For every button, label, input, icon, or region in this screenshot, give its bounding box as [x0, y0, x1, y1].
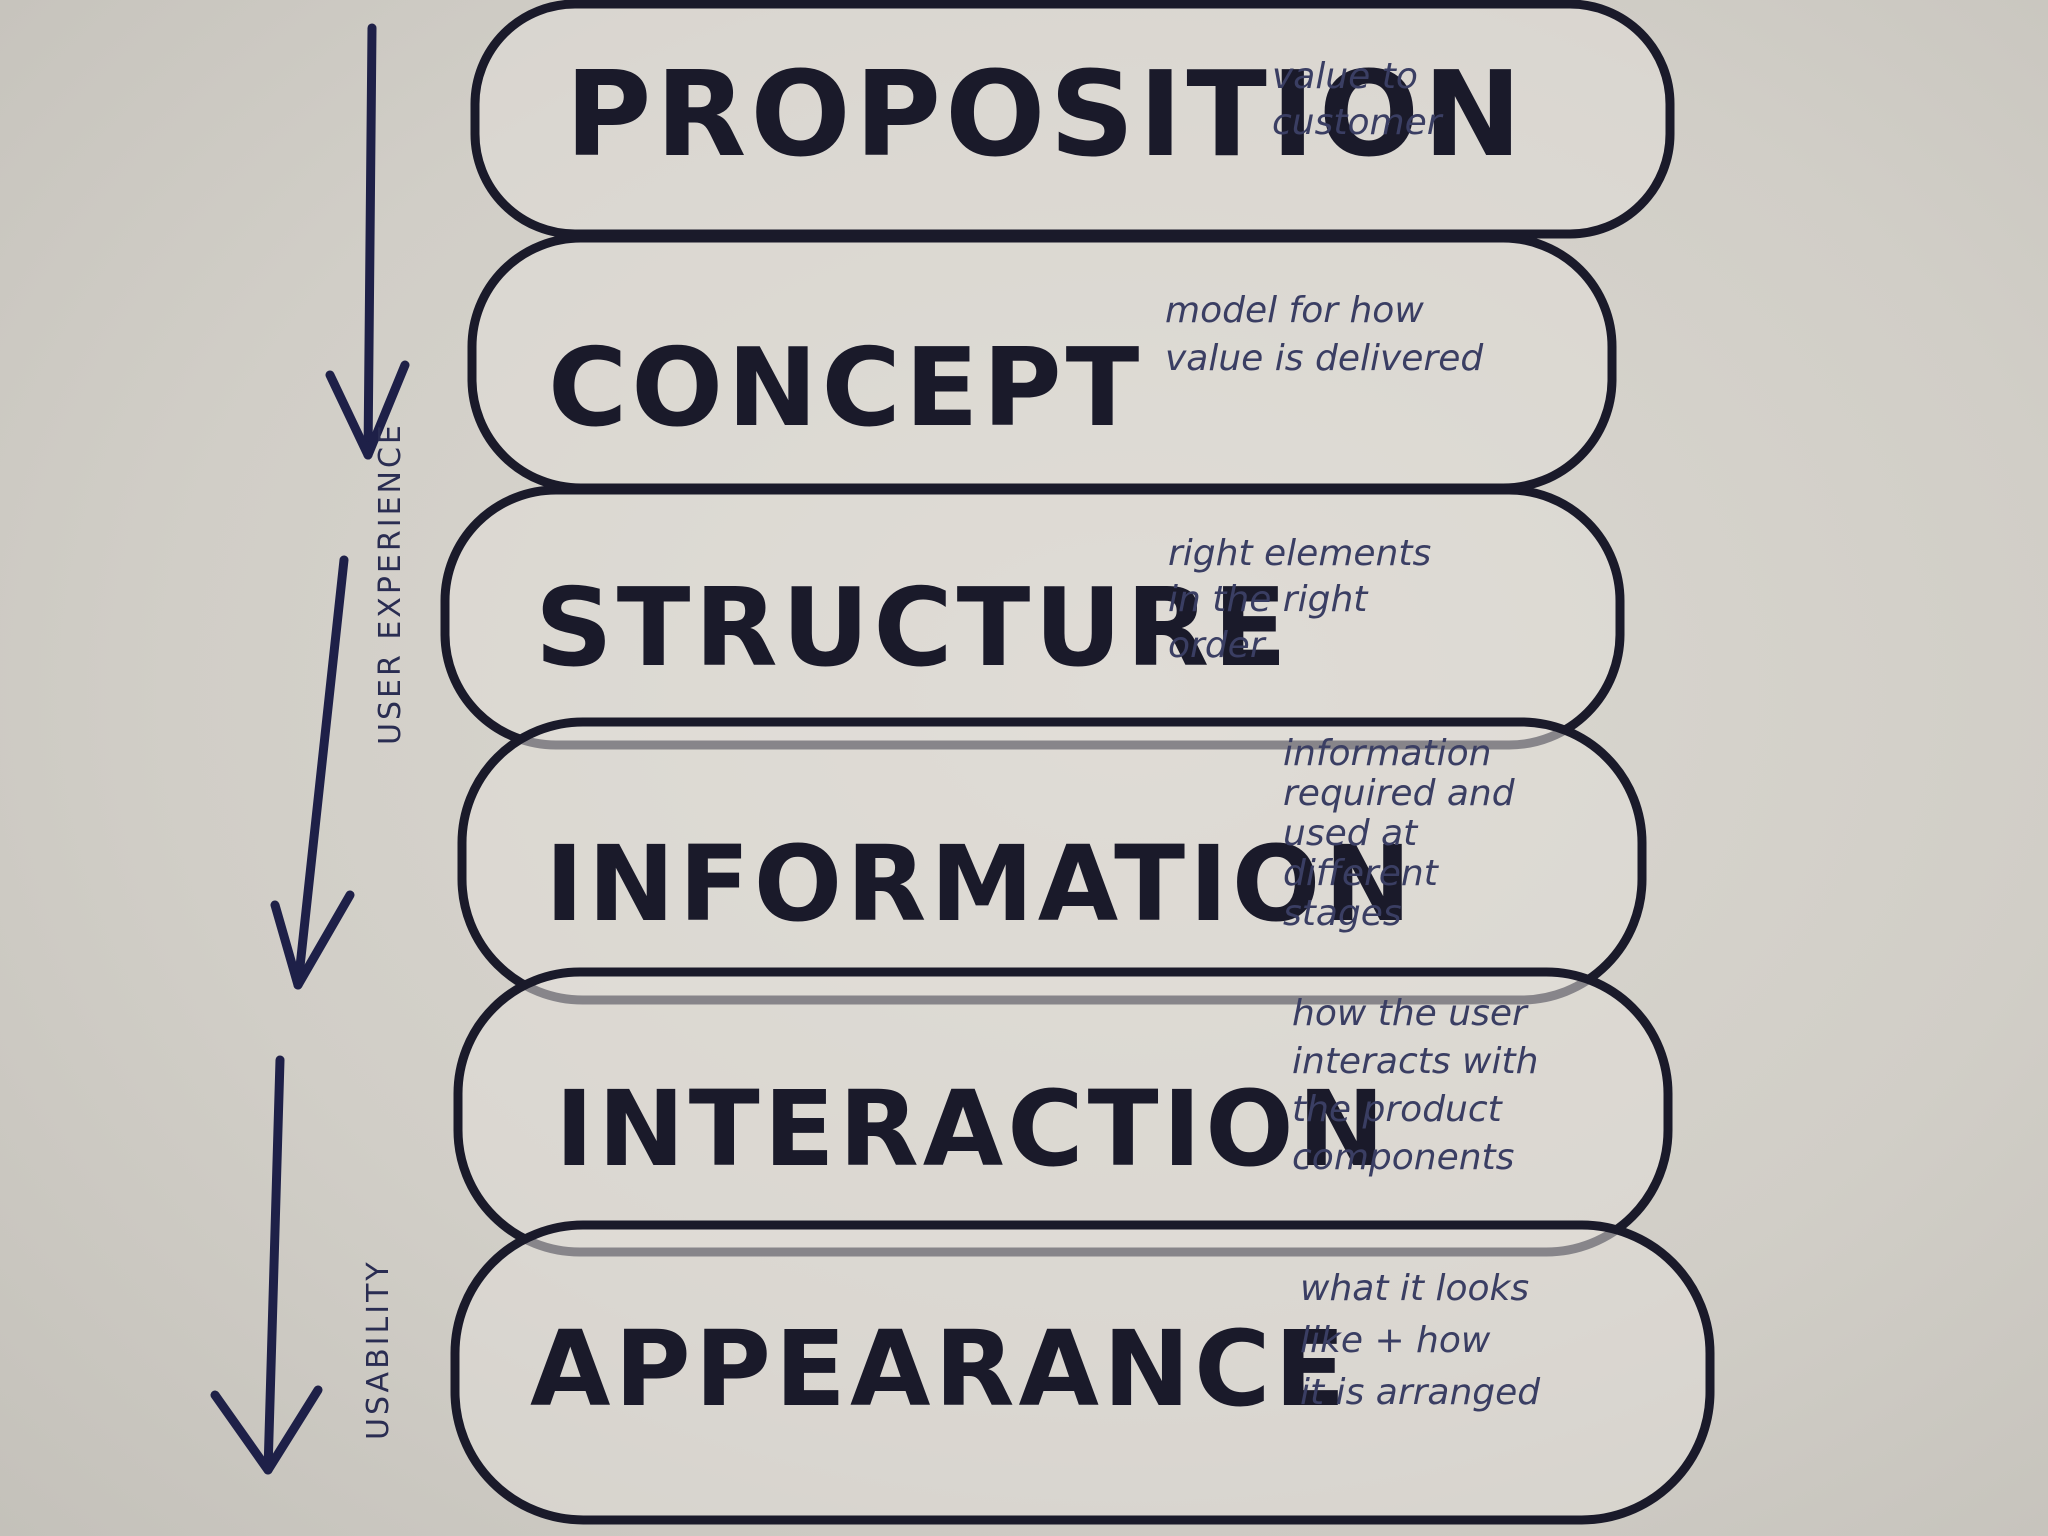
- layer-note-line: stages: [1283, 893, 1402, 934]
- layer-outline: [450, 1220, 1715, 1525]
- usability-label: USABILITY: [361, 1259, 396, 1440]
- arrow-down-icon: [210, 1055, 323, 1475]
- layer-note-line: information: [1283, 733, 1491, 774]
- layer-note-line: used at: [1283, 813, 1419, 854]
- layer-note-line: like + how: [1300, 1320, 1491, 1361]
- layer-note: how the user interacts with the product com…: [1292, 993, 1538, 1178]
- layer-note-line: right elements: [1168, 533, 1431, 574]
- layer-title: INTERACTION: [555, 1068, 1389, 1190]
- layer-note-line: the product: [1292, 1089, 1504, 1130]
- layer-note-line: in the right: [1168, 579, 1369, 620]
- arrow-down-icon: [325, 23, 410, 460]
- layer-note-line: required and: [1283, 773, 1516, 814]
- layer-note-line: different: [1283, 853, 1440, 894]
- layer-note-line: it is arranged: [1300, 1372, 1541, 1413]
- layer-note-line: what it looks: [1300, 1268, 1529, 1309]
- arrows: [210, 23, 410, 1475]
- layer-note-line: how the user: [1292, 993, 1529, 1034]
- arrow-down-icon: [270, 555, 355, 990]
- layer-note-line: order: [1168, 625, 1267, 666]
- layer-interaction: INTERACTION how the user interacts with the…: [453, 967, 1673, 1257]
- layer-note-line: components: [1292, 1137, 1514, 1178]
- layer-note-line: value to: [1272, 56, 1418, 97]
- layer-note-line: value is delivered: [1165, 338, 1484, 379]
- layer-note-line: interacts with: [1292, 1041, 1538, 1082]
- layer-title: PROPOSITION: [565, 45, 1526, 183]
- user-experience-label: USER EXPERIENCE: [373, 422, 408, 745]
- layer-note-line: model for how: [1165, 290, 1424, 331]
- layer-note: what it looks like + how it is arranged: [1300, 1268, 1541, 1413]
- layer-title: CONCEPT: [548, 326, 1143, 451]
- layer-note: right elements in the right order: [1168, 533, 1431, 666]
- layer-title: APPEARANCE: [530, 1308, 1349, 1430]
- layer-note: model for how value is delivered: [1165, 290, 1484, 379]
- layer-note: value to customer: [1272, 56, 1444, 143]
- layer-note-line: customer: [1272, 102, 1444, 143]
- layer-title: STRUCTURE: [535, 566, 1291, 691]
- layer-title: INFORMATION: [545, 823, 1415, 945]
- layer-concept: CONCEPT model for how value is delivered: [467, 233, 1617, 493]
